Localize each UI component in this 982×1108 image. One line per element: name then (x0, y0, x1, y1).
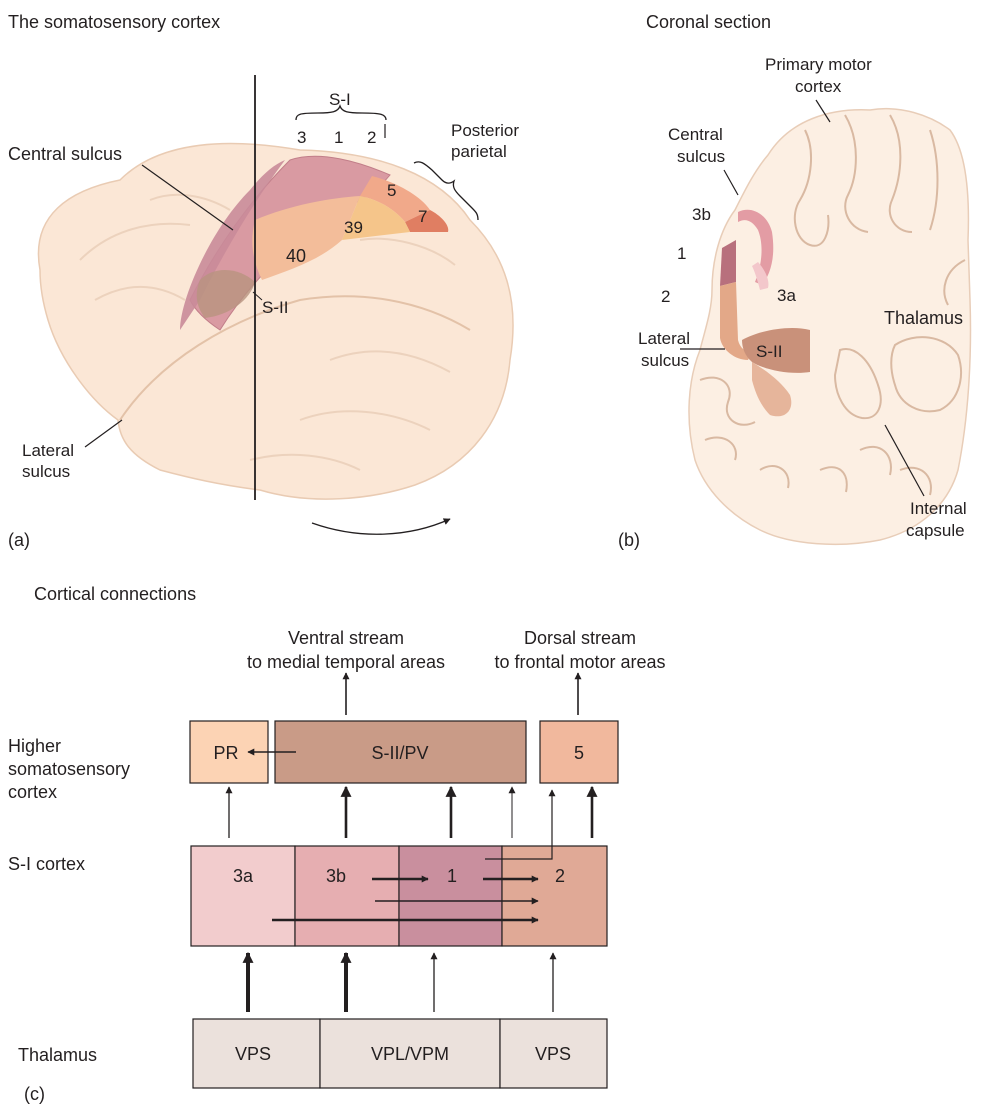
panel-c-label: (c) (24, 1084, 45, 1104)
central-sulcus-label: Central sulcus (8, 144, 122, 164)
panel-c-title: Cortical connections (34, 584, 196, 604)
coronal-s2-label: S-II (756, 342, 782, 361)
box-3b (295, 846, 399, 946)
box-3a-label: 3a (233, 866, 254, 886)
panel-a-label: (a) (8, 530, 30, 550)
row-higher-label-1: Higher (8, 736, 61, 756)
box-2 (502, 846, 607, 946)
area-7-label: 7 (418, 207, 427, 226)
central-sulcus-b-label-2: sulcus (677, 147, 725, 166)
primary-motor-label-1: Primary motor (765, 55, 872, 74)
box-vpl-vpm-label: VPL/VPM (371, 1044, 449, 1064)
box-vps-right-label: VPS (535, 1044, 571, 1064)
lateral-sulcus-b-label-2: sulcus (641, 351, 689, 370)
s1-area-2: 2 (367, 128, 376, 147)
panel-c: Cortical connections Ventral stream to m… (8, 584, 666, 1104)
panel-b: Coronal section Primary motor cortex Cen… (618, 12, 971, 550)
box-area5-label: 5 (574, 743, 584, 763)
internal-capsule-label-2: capsule (906, 521, 965, 540)
box-3a (191, 846, 295, 946)
s1-area-1: 1 (334, 128, 343, 147)
dorsal-stream-label-2: to frontal motor areas (494, 652, 665, 672)
thalamus-b-label: Thalamus (884, 308, 963, 328)
box-3b-label: 3b (326, 866, 346, 886)
box-s2pv-label: S-II/PV (371, 743, 428, 763)
posterior-parietal-label-1: Posterior (451, 121, 519, 140)
s1-area-3: 3 (297, 128, 306, 147)
panel-a-title: The somatosensory cortex (8, 12, 220, 32)
coronal-1-label: 1 (677, 244, 686, 263)
area-5-label: 5 (387, 181, 396, 200)
ventral-stream-label-1: Ventral stream (288, 628, 404, 648)
internal-capsule-label-1: Internal (910, 499, 967, 518)
lateral-sulcus-label-1: Lateral (22, 441, 74, 460)
central-sulcus-b-label-1: Central (668, 125, 723, 144)
row-s1-label: S-I cortex (8, 854, 85, 874)
s2-label-a: S-II (262, 298, 288, 317)
central-sulcus-b-leader (724, 170, 738, 195)
dorsal-stream-label-1: Dorsal stream (524, 628, 636, 648)
row-higher-label-2: somatosensory (8, 759, 130, 779)
coronal-3a-label: 3a (777, 286, 796, 305)
lateral-sulcus-b-label-1: Lateral (638, 329, 690, 348)
panel-a: The somatosensory cortex 5 7 39 40 S-I 3… (8, 12, 519, 550)
box-pr-label: PR (213, 743, 238, 763)
box-vps-left-label: VPS (235, 1044, 271, 1064)
lateral-sulcus-label-2: sulcus (22, 462, 70, 481)
s1-brace (296, 106, 386, 120)
coronal-3b-label: 3b (692, 205, 711, 224)
primary-motor-label-2: cortex (795, 77, 842, 96)
box-1-label: 1 (447, 866, 457, 886)
lateral-sulcus-leader (85, 420, 122, 447)
coronal-thalamus (891, 337, 961, 411)
row-thalamus-label: Thalamus (18, 1045, 97, 1065)
posterior-parietal-label-2: parietal (451, 142, 507, 161)
box-1 (399, 846, 502, 946)
box-2-label: 2 (555, 866, 565, 886)
area-40-label: 40 (286, 246, 306, 266)
panel-b-title: Coronal section (646, 12, 771, 32)
coronal-2-label: 2 (661, 287, 670, 306)
panel-b-label: (b) (618, 530, 640, 550)
area-39-label: 39 (344, 218, 363, 237)
rotation-arrow (312, 519, 450, 534)
row-higher-label-3: cortex (8, 782, 57, 802)
ventral-stream-label-2: to medial temporal areas (247, 652, 445, 672)
